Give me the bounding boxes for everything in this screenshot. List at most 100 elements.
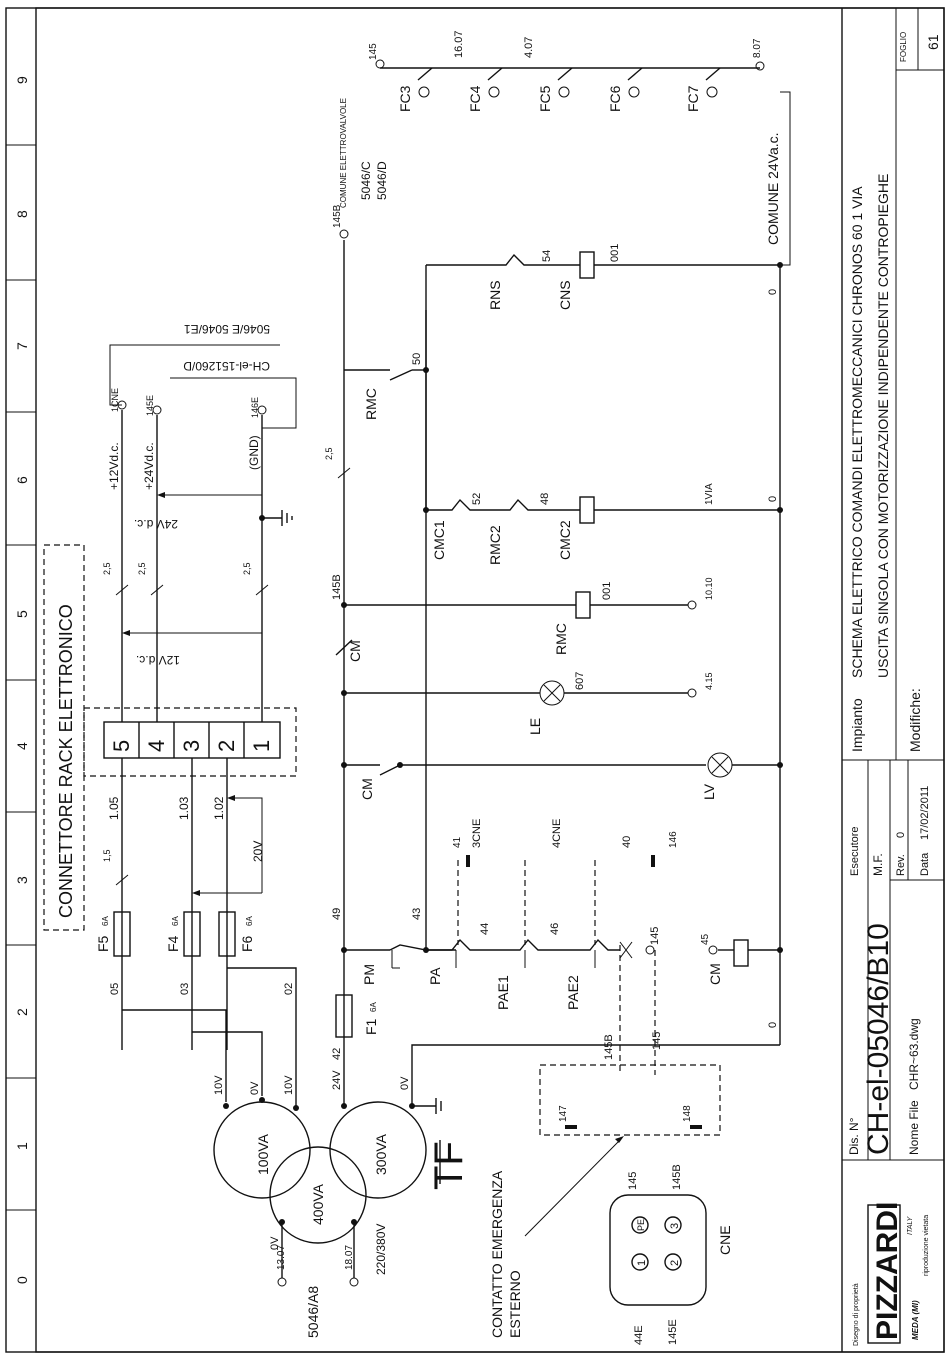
- switch-pa: PA: [427, 967, 443, 985]
- wire-49: 49: [331, 908, 343, 920]
- gnd-pin-label: (GND): [247, 435, 261, 470]
- wire-section-2-5-c: 2,5: [242, 562, 252, 575]
- title-block: Disegno di proprietà PIZZARDI MEDA (MI) …: [841, 8, 944, 1352]
- terminal-45-top: 8.07: [752, 38, 763, 58]
- rail-0-c: 0: [767, 289, 779, 295]
- cne-44e: 44E: [633, 1325, 645, 1345]
- tf-10v-a: 10V: [213, 1075, 225, 1095]
- sheet-label: FOGLIO: [899, 32, 908, 62]
- cne-pin-2: 2: [669, 1260, 681, 1266]
- wire-146: 16.07: [453, 30, 465, 58]
- limit-switch-fc4: FC4: [467, 85, 483, 112]
- control-circuit: 145B F1 6A 42 49 145B 2,5 0 0 0 PM 43 PA…: [324, 30, 791, 1136]
- cne-pin-pe: PE: [636, 1219, 646, 1231]
- fuse-f4: F4: [165, 935, 181, 952]
- dc-wires: +12Vd.c. +24Vd.c. (GND) 1CNE 145E 146E 2…: [102, 322, 297, 722]
- ref-5046-e: 5046/E 5046/E1: [184, 322, 270, 336]
- connector-pin-4: 4: [144, 740, 169, 752]
- wire-1-01: 146E: [250, 397, 260, 418]
- file-label: Nome File: [907, 1100, 921, 1155]
- logo: PIZZARDI: [871, 1202, 904, 1340]
- fuse-f5: F5: [95, 935, 111, 952]
- v24dc-label: 24V d.c.: [134, 517, 178, 531]
- rack-connector-label: CONNETTORE RACK ELETTRONICO: [56, 604, 76, 918]
- v12dc-label: 12V d.c.: [136, 653, 180, 667]
- label-4cne: 148: [682, 1105, 693, 1122]
- cne-145b: 145B: [671, 1164, 683, 1190]
- ref-ch-el-151260: CH-el-151260/D: [183, 359, 270, 373]
- ruler-4: 4: [14, 742, 30, 750]
- v20-label: 20V: [251, 841, 265, 862]
- lamp-le: LE: [527, 718, 543, 735]
- ruler-5: 5: [14, 610, 30, 618]
- connector-pin-3: 3: [179, 740, 204, 752]
- tf-24v: 24V: [331, 1070, 343, 1090]
- wire-02: 02: [283, 983, 295, 995]
- label-3cne: 147: [558, 1105, 569, 1122]
- cne-pin-1: 1: [636, 1260, 648, 1266]
- fuse-f1: F1: [363, 1018, 379, 1035]
- wire-1-04: 145E: [145, 395, 155, 416]
- cne-pin-3: 3: [669, 1223, 681, 1229]
- contact-cmc1: CMC1: [431, 520, 447, 560]
- connector-pin-5: 5: [109, 740, 134, 752]
- wire-section-2-5-b: 2,5: [137, 562, 147, 575]
- label-46e: 4CNE: [551, 819, 563, 848]
- coil-cns: CNS: [557, 280, 573, 310]
- wire-001-b: 001: [609, 244, 621, 262]
- wire-001-a: 001: [601, 582, 613, 600]
- terminal-4-15: 4.15: [704, 672, 714, 690]
- label-145b: 145B: [603, 1034, 615, 1060]
- wire-1-02-label: 1.02: [212, 796, 226, 820]
- wire-52: 50: [411, 353, 423, 365]
- emergency-label-2: ESTERNO: [507, 1270, 523, 1338]
- ruler-3: 3: [14, 876, 30, 884]
- rack-connector: CONNETTORE RACK ELETTRONICO 5 4 3 2 1: [43, 544, 297, 931]
- va300-label: 300VA: [373, 1133, 389, 1175]
- reproduction-note: riproduzione vietata: [923, 1215, 930, 1276]
- description-line-2: USCITA SINGOLA CON MOTORIZZAZIONE INDIPE…: [875, 174, 891, 678]
- wire-section-2-5-a: 2,5: [102, 562, 112, 575]
- terminal-50-top: 145B: [332, 204, 343, 228]
- wire-43: 43: [411, 908, 423, 920]
- label-145e: 40: [621, 836, 633, 848]
- switch-pae2: PAE2: [565, 975, 581, 1010]
- label-44e: 3CNE: [471, 819, 483, 848]
- limit-switch-fc3: FC3: [397, 85, 413, 112]
- tf-0v-a: 0V: [249, 1081, 261, 1095]
- wire-05: 05: [109, 983, 121, 995]
- connector-pin-2: 2: [214, 740, 239, 752]
- fuse-f6: F6: [239, 935, 255, 952]
- lamp-lv: LV: [701, 783, 717, 800]
- wire-1-05-label: 1.05: [107, 796, 121, 820]
- ref-5046-a8: 5046/A8: [305, 1286, 321, 1338]
- wire-section-1-5: 1,5: [102, 849, 112, 862]
- ruler-6: 6: [14, 476, 30, 484]
- v24dc-pin-label: +24Vd.c.: [142, 442, 156, 490]
- ruler-7: 7: [14, 342, 30, 350]
- executor-label: Esecutore: [849, 826, 861, 876]
- fuse-f1-rating: 6A: [369, 1002, 378, 1012]
- contact-cm-a: CM: [359, 778, 375, 800]
- contact-rmc2: RMC2: [487, 525, 503, 565]
- coil-cm: CM: [707, 963, 723, 985]
- tf-10v-b: 10V: [283, 1075, 295, 1095]
- label-1via: 1VIA: [704, 483, 715, 505]
- emergency-label-1: CONTATTO EMERGENZA: [489, 1170, 505, 1338]
- dis-label: Dis. N°: [847, 1117, 861, 1155]
- limit-switch-fc6: FC6: [607, 85, 623, 112]
- ruler-2: 2: [14, 1008, 30, 1016]
- switch-pae1: PAE1: [495, 975, 511, 1010]
- terminal-145-top: 145: [368, 43, 379, 60]
- file-name: CHR~63.dwg: [907, 1018, 921, 1090]
- va400-label: 400VA: [310, 1183, 326, 1225]
- wire-1-05: 1CNE: [110, 388, 120, 412]
- tf-0v-primary: 0V: [269, 1236, 281, 1250]
- sheet-number: 61: [925, 34, 941, 50]
- wire-607: 607: [574, 672, 586, 690]
- wire-42: 42: [331, 1048, 343, 1060]
- wire-147: 4.07: [523, 37, 535, 58]
- terminal-10-10: 10.10: [704, 577, 714, 600]
- description-line-1: SCHEMA ELETTRICO COMANDI ELETTROMECCANIC…: [849, 186, 865, 678]
- wire-54: 48: [539, 493, 551, 505]
